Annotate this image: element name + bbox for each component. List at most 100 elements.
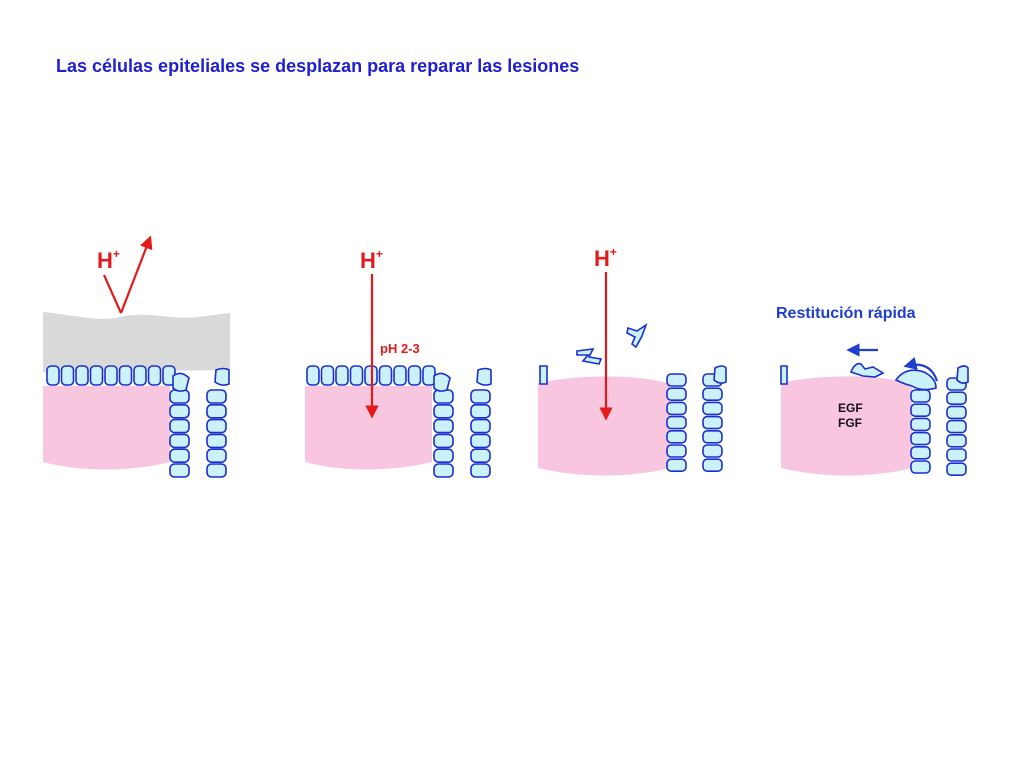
epithelial-cell <box>470 403 491 419</box>
surface-epithelium-row <box>46 365 176 386</box>
epithelial-cell <box>910 417 931 432</box>
growth-factor-egf: EGF <box>838 401 863 415</box>
panel-3-epithelial-damage: H+ <box>538 245 727 476</box>
epithelial-cell <box>470 433 491 449</box>
epithelial-cell <box>169 448 190 464</box>
epithelial-cell <box>910 445 931 460</box>
epithelial-cell <box>433 433 454 449</box>
lamina-propria <box>305 386 432 470</box>
epithelial-cell <box>89 365 104 386</box>
growth-factor-fgf: FGF <box>838 416 862 430</box>
epithelial-cell <box>169 433 190 449</box>
ion-charge: + <box>610 245 617 259</box>
gastric-pit-left-wall <box>433 389 454 478</box>
epithelial-cell <box>910 403 931 418</box>
epithelial-cell <box>946 419 967 434</box>
gastric-pit-left-wall <box>910 389 931 474</box>
epithelial-cell <box>666 415 687 430</box>
epithelial-cell <box>206 418 227 434</box>
epithelial-cell <box>666 444 687 458</box>
epithelial-cell <box>666 458 687 473</box>
corner-cell <box>172 372 190 392</box>
restitution-label: Restitución rápida <box>776 305 916 322</box>
edge-cell <box>539 365 548 385</box>
epithelial-cell <box>433 448 454 464</box>
gastric-pit-right-wall <box>206 389 227 478</box>
epithelial-cell <box>206 463 227 478</box>
detached-cell <box>576 348 603 365</box>
epithelial-cell <box>910 431 931 446</box>
top-cell-right <box>956 365 969 384</box>
epithelial-cell <box>946 405 967 420</box>
epithelial-cell <box>433 463 454 478</box>
epithelial-cell <box>206 389 227 404</box>
panel-4-rapid-restitution: Restitución rápida EGF FGF <box>776 305 969 477</box>
epithelial-cell <box>470 389 491 404</box>
epithelial-cell <box>433 403 454 419</box>
epithelial-cell <box>470 463 491 478</box>
epithelial-cell <box>702 415 723 430</box>
lamina-propria <box>781 376 912 476</box>
top-cell-right <box>713 365 727 384</box>
gastric-pit-right-wall <box>946 377 967 477</box>
epithelial-cell <box>470 448 491 464</box>
epithelial-cell <box>702 401 723 416</box>
epithelial-cell <box>702 458 723 473</box>
slide-title: Las células epiteliales se desplazan par… <box>56 56 580 76</box>
edge-cell <box>780 365 788 385</box>
epithelial-cell <box>104 365 118 386</box>
epithelial-cell <box>46 365 60 386</box>
acid-arrow-in <box>102 274 123 314</box>
surface-epithelium-row <box>306 365 436 386</box>
svg-text:H+: H+ <box>594 245 617 271</box>
epithelial-cell <box>349 365 364 386</box>
svg-text:H+: H+ <box>360 247 383 273</box>
epithelial-cell <box>666 401 687 416</box>
detached-cell <box>626 322 648 349</box>
epithelial-cell <box>169 418 190 434</box>
epithelial-cell <box>702 387 723 402</box>
ion-charge: + <box>113 247 120 261</box>
epithelial-cell <box>393 365 407 386</box>
epithelial-cell <box>306 365 320 386</box>
panel-1-intact-mucosa: H+ <box>43 235 230 478</box>
gastric-pit-right-wall <box>702 373 723 473</box>
migrating-cell <box>849 362 885 378</box>
epithelial-cell <box>133 365 147 386</box>
epithelial-cell <box>206 433 227 449</box>
epithelial-cell <box>910 389 931 403</box>
corner-cell <box>433 372 451 392</box>
epithelial-cell <box>702 429 723 444</box>
epithelial-cell <box>470 418 491 434</box>
ion-charge: + <box>376 247 383 261</box>
epithelial-cell <box>946 448 967 462</box>
gastric-pit-left-wall <box>666 373 687 473</box>
epithelial-cell <box>407 365 422 386</box>
epithelial-cell <box>75 365 89 386</box>
epithelial-cell <box>702 444 723 458</box>
epithelial-cell <box>320 365 335 386</box>
epithelial-cell <box>433 418 454 434</box>
hydrogen-ion-label: H <box>360 248 376 273</box>
svg-text:H+: H+ <box>97 247 120 273</box>
epithelial-cell <box>206 448 227 464</box>
epithelial-cell <box>60 365 75 386</box>
epithelial-cell <box>169 463 190 478</box>
mucus-layer <box>43 312 230 372</box>
epithelial-cell <box>206 403 227 419</box>
corner-cell-right <box>476 367 492 386</box>
epithelial-cell <box>147 365 162 386</box>
flattening-cell <box>894 369 937 391</box>
epithelial-cell <box>666 373 687 387</box>
epithelial-cell <box>169 403 190 419</box>
epithelial-cell <box>335 365 349 386</box>
corner-cell-right <box>214 367 230 386</box>
epithelial-cell <box>666 429 687 444</box>
epithelial-cell <box>169 389 190 404</box>
lamina-propria <box>538 376 670 476</box>
ph-label: pH 2-3 <box>380 341 420 356</box>
acid-arrow-reflected <box>119 235 153 314</box>
epithelial-cell <box>946 433 967 448</box>
gastric-pit-left-wall <box>169 389 190 478</box>
